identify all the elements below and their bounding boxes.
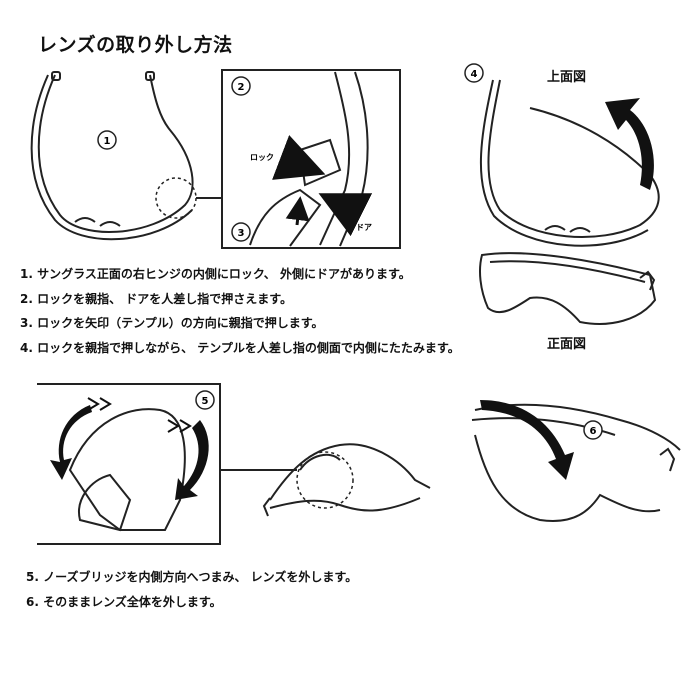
step-5-marker [195,390,215,410]
step-1-marker [97,130,117,150]
step-5-text: 5. ノーズブリッジを内側方向へつまみ、 レンズを外します。 [26,570,358,584]
top-view-label: 上面図 [547,70,587,85]
lock-callout: ロック [250,152,274,162]
figure-4-top-view [479,79,660,247]
rotate-arrow [605,98,654,190]
steps-bottom-list: 5. ノーズブリッジを内側方向へつまみ、 レンズを外します。 6. そのままレン… [26,565,357,614]
step-4-marker-label: 4 [471,69,478,80]
pinch-arrow-right [175,420,209,500]
front-view-label: 正面図 [547,337,587,352]
step-2-text: 2. ロックを親指、 ドアを人差し指で押さえます。 [20,291,293,306]
figure-1-frame [30,71,194,241]
step-1-marker-label: 1 [104,136,111,147]
page-title: レンズの取り外し方法 [38,34,233,56]
step-6-marker-label: 6 [590,426,597,437]
door-callout: ドア [356,223,372,232]
step-3-marker-label: 3 [238,228,245,239]
step-4-text: 4. ロックを親指で押しながら、 テンプルを人差し指の側面で内側にたたみます。 [20,340,460,355]
step-3-marker [231,222,251,242]
figure-2-panel [221,69,401,249]
bridge-highlight [296,451,354,509]
figure-4-front-view [479,252,657,325]
step-5-marker-label: 5 [202,396,209,407]
step-3-text: 3. ロックを矢印（テンプル）の方向に親指で押します。 [20,316,324,330]
step-2-marker [231,76,251,96]
steps-top-list: 1. サングラス正面の右ヒンジの内側にロック、 外側にドアがあります。 2. ロ… [20,262,460,360]
step-6-marker [583,420,603,440]
step-2-marker-label: 2 [238,82,245,93]
figure-6-glasses [471,403,681,522]
step-6-text: 6. そのままレンズ全体を外します。 [26,594,222,609]
step-4-marker [464,63,484,83]
figure-5-glasses [262,443,431,517]
step-1-text: 1. サングラス正面の右ヒンジの内側にロック、 外側にドアがあります。 [20,267,411,281]
lens-removal-arrow [480,400,574,480]
pinch-arrow-left [50,405,92,480]
